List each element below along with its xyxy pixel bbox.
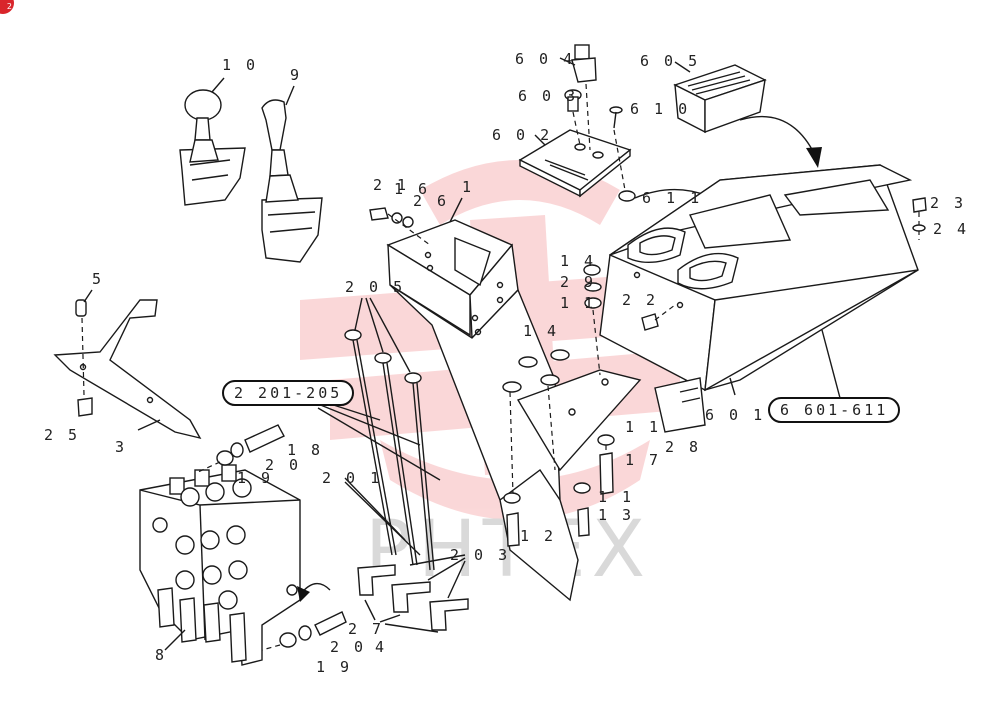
callout-14-upper: 1 4 [560,252,596,270]
callout-611: 6 1 1 [642,189,702,207]
plates-4 [357,564,469,631]
callout-13: 1 3 [598,506,634,524]
nut-611 [618,190,636,202]
callout-28: 2 8 [665,438,701,456]
joystick-9 [261,99,323,263]
callout-14-lower: 1 4 [523,322,559,340]
callout-19-upper: 1 9 [237,469,273,487]
bolt-17 [599,452,614,495]
bracket-3 [53,299,202,440]
callout-1: 1 [462,178,474,196]
callout-20-upper: 2 0 [265,456,301,474]
rods-group-badge: 2 201-205 [222,380,355,406]
pin-5 [75,299,87,317]
bolt-27 [314,611,347,636]
callout-10: 1 0 [222,56,258,74]
corner-badge: 2 [0,0,14,14]
callout-610: 6 1 0 [630,100,690,118]
callout-11-lower: 1 1 [598,488,634,506]
callout-24: 2 4 [933,220,969,238]
callout-605: 6 0 5 [640,52,700,70]
bolt-18 [244,424,285,453]
callout-201: 2 0 1 [322,469,382,487]
callout-23-top: 2 3 [930,194,966,212]
screw-610 [609,106,623,129]
bolt-12 [506,512,520,547]
callout-16: 1 6 [394,180,430,198]
bolt-22 [641,313,659,331]
switch-604 [571,44,597,83]
bolt-21-washers [369,207,431,246]
callout-22: 2 2 [622,291,658,309]
callout-11-upper: 1 1 [560,294,596,312]
washer-24 [912,224,926,232]
joystick-10 [179,89,246,206]
callout-27: 2 7 [348,620,384,638]
callout-labels: 1 0 9 2 1 1 6 2 6 1 6 0 4 6 0 5 6 0 3 6 … [44,50,969,676]
callout-601: 6 0 1 [705,406,765,424]
callout-18: 1 8 [287,441,323,459]
lamp-603 [564,89,582,112]
callout-26: 2 6 [413,192,449,210]
callout-19-lower: 1 9 [316,658,352,676]
valve-block-8 [139,464,301,666]
part-28 [654,377,706,433]
callout-21: 2 1 [373,176,409,194]
bolt-13 [577,507,590,537]
callout-4: 4 [375,638,387,656]
console-group-badge: 6 601-611 [768,397,901,423]
callout-3: 3 [115,438,127,456]
callout-20-lower: 2 0 [330,638,366,656]
callout-11-mid: 1 1 [625,418,661,436]
callout-17: 1 7 [625,451,661,469]
rods-201-205 [344,329,435,571]
callout-8: 8 [155,646,167,664]
callout-603: 6 0 3 [518,87,578,105]
grille-605 [673,64,767,134]
callout-9: 9 [290,66,302,84]
callout-29: 2 9 [560,273,596,291]
callout-604: 6 0 4 [515,50,575,68]
callout-203: 2 0 3 [450,546,510,564]
bolt-23 [912,197,927,213]
bolt-25 [77,397,93,417]
callout-602: 6 0 2 [492,126,552,144]
panel-602 [518,129,632,198]
callout-5: 5 [92,270,104,288]
callout-12: 1 2 [520,527,556,545]
callout-25: 2 5 [44,426,80,444]
callout-205: 2 0 5 [345,278,405,296]
